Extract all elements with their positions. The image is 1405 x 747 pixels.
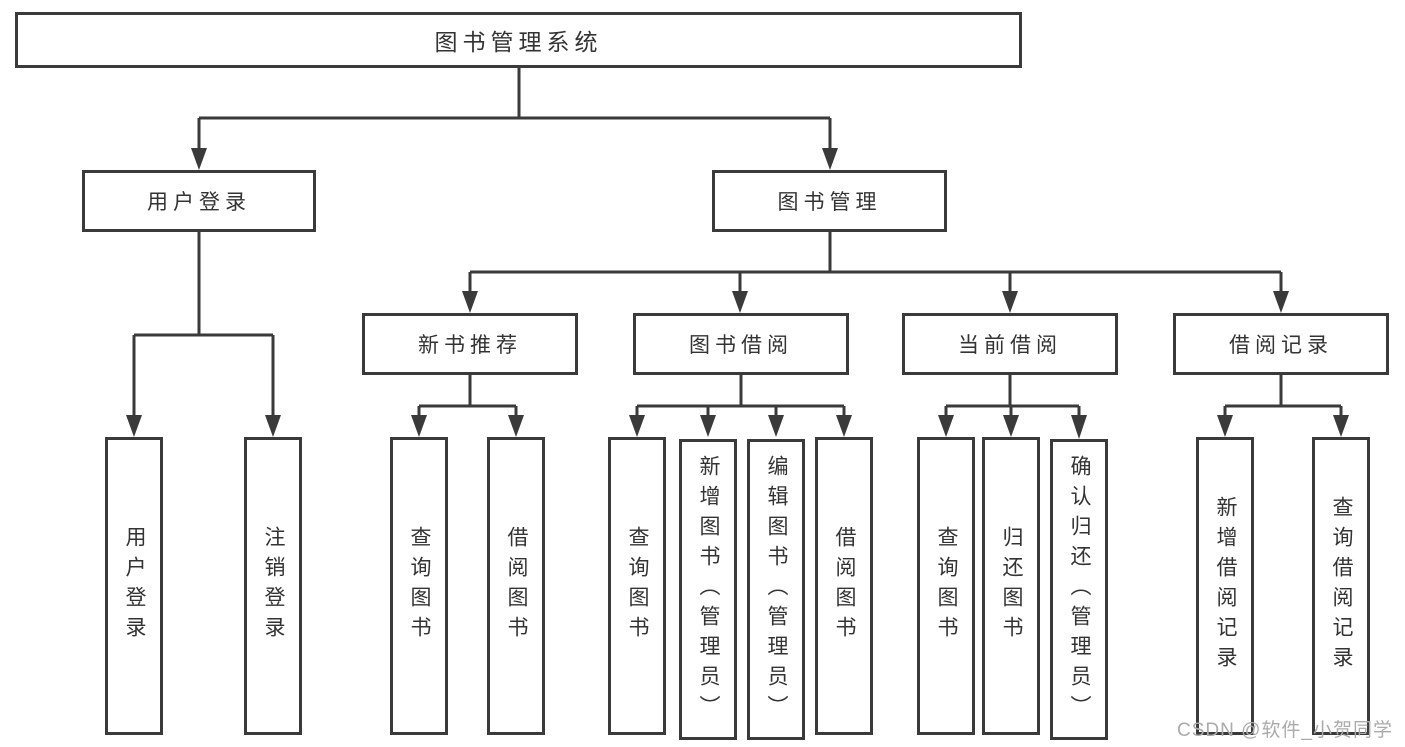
- node-borrow-record-label: 借阅记录: [1229, 334, 1333, 357]
- arrowheads-book-management-sections: [462, 291, 1289, 313]
- leaf-query-borrow-record-label: 查询借阅记录: [1330, 496, 1353, 676]
- leaf-add-book-admin-label: 新增图书（管理员）: [697, 454, 720, 725]
- leaf-confirm-return-admin: 确认归还（管理员）: [1050, 439, 1108, 740]
- arrowheads-new-book-children: [411, 415, 524, 437]
- leaf-query-book-1-label: 查询图书: [408, 526, 431, 646]
- node-new-book-recommend-label: 新书推荐: [418, 334, 522, 357]
- node-book-management-label: 图书管理: [777, 191, 882, 214]
- arrowheads-level2: [191, 148, 838, 170]
- node-book-borrow-label: 图书借阅: [689, 334, 793, 357]
- node-root: 图书管理系统: [15, 12, 1022, 68]
- leaf-logout: 注销登录: [244, 437, 302, 735]
- leaf-borrow-book-1-label: 借阅图书: [505, 526, 528, 646]
- leaf-borrow-book-2-label: 借阅图书: [833, 526, 856, 646]
- wire-book-management-sections: [468, 232, 1283, 293]
- node-user-login-label: 用户登录: [147, 191, 251, 214]
- arrowheads-book-borrow-children: [629, 415, 852, 437]
- node-book-borrow: 图书借阅: [633, 313, 849, 375]
- leaf-query-borrow-record: 查询借阅记录: [1312, 437, 1370, 735]
- wire-borrow-record-children: [1223, 375, 1343, 417]
- leaf-query-book-1: 查询图书: [390, 437, 448, 735]
- leaf-add-borrow-record: 新增借阅记录: [1196, 437, 1254, 735]
- leaf-return-book: 归还图书: [982, 437, 1040, 735]
- node-current-borrow: 当前借阅: [902, 313, 1118, 375]
- wire-user-login-children: [132, 232, 275, 417]
- arrowheads-current-borrow-children: [938, 415, 1087, 439]
- wire-current-borrow-children: [944, 375, 1081, 417]
- csdn-watermark: CSDN @软件_小贺同学: [1177, 720, 1393, 741]
- wire-book-borrow-children: [635, 375, 846, 417]
- wire-new-book-children: [417, 375, 518, 417]
- wire-root-to-level2: [197, 68, 832, 150]
- arrowheads-user-login-children: [126, 415, 281, 437]
- leaf-return-book-label: 归还图书: [1000, 526, 1023, 646]
- node-book-management: 图书管理: [712, 170, 947, 232]
- leaf-query-book-2-label: 查询图书: [626, 526, 649, 646]
- leaf-query-book-3: 查询图书: [917, 437, 975, 735]
- arrowheads-borrow-record-children: [1217, 415, 1349, 437]
- leaf-query-book-3-label: 查询图书: [935, 526, 958, 646]
- node-current-borrow-label: 当前借阅: [958, 334, 1062, 357]
- leaf-add-borrow-record-label: 新增借阅记录: [1214, 496, 1237, 676]
- node-borrow-record: 借阅记录: [1173, 313, 1389, 375]
- leaf-confirm-return-admin-label: 确认归还（管理员）: [1068, 454, 1091, 725]
- leaf-borrow-book-2: 借阅图书: [815, 437, 873, 735]
- node-new-book-recommend: 新书推荐: [362, 313, 578, 375]
- leaf-user-login-label: 用户登录: [123, 526, 146, 646]
- leaf-edit-book-admin: 编辑图书（管理员）: [747, 439, 805, 740]
- leaf-user-login: 用户登录: [105, 437, 163, 735]
- leaf-query-book-2: 查询图书: [608, 437, 666, 735]
- leaf-logout-label: 注销登录: [262, 526, 285, 646]
- node-root-label: 图书管理系统: [434, 29, 603, 55]
- leaf-edit-book-admin-label: 编辑图书（管理员）: [765, 454, 788, 725]
- leaf-borrow-book-1: 借阅图书: [487, 437, 545, 735]
- node-user-login: 用户登录: [82, 170, 316, 232]
- leaf-add-book-admin: 新增图书（管理员）: [679, 439, 737, 740]
